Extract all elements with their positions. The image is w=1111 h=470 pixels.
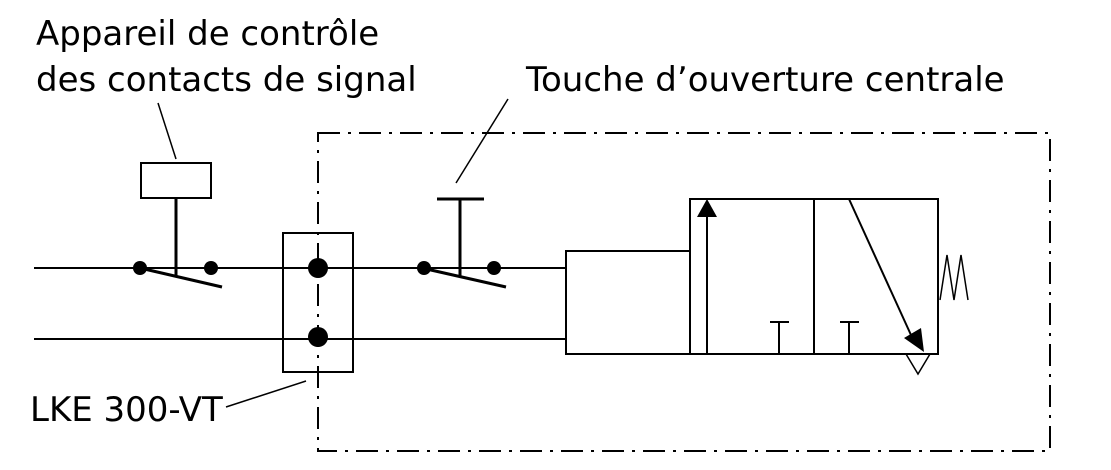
central-release-label: Touche d’ouverture centrale — [526, 60, 1005, 100]
signal-monitor-label-line2: des contacts de signal — [36, 60, 417, 100]
signal-monitor-box — [140, 162, 212, 199]
signal-monitor-leader — [157, 102, 177, 160]
valve-arrow-diagonal-shaft — [848, 198, 912, 336]
terminal-contact-upper — [308, 258, 328, 278]
switch-1-contact-left — [133, 261, 147, 275]
central-release-leader — [455, 98, 509, 184]
device-label: LKE 300-VT — [30, 390, 223, 430]
switch-2-contact-right — [487, 261, 501, 275]
terminal-block — [282, 232, 354, 373]
switch-2-contact-left — [417, 261, 431, 275]
switch-1-blade — [139, 266, 223, 289]
enclosure-boundary — [317, 132, 1051, 452]
valve-arrow-diagonal-head — [904, 328, 924, 352]
signal-monitor-label-line1: Appareil de contrôle — [36, 14, 380, 54]
switch-1-contact-right — [204, 261, 218, 275]
valve-arrow-up-head — [697, 199, 717, 217]
return-spring — [939, 254, 969, 301]
device-leader — [225, 380, 307, 408]
switch-2-blade — [421, 266, 507, 289]
solenoid-coil — [565, 250, 691, 355]
exhaust-symbol — [905, 353, 931, 376]
terminal-contact-lower — [308, 327, 328, 347]
